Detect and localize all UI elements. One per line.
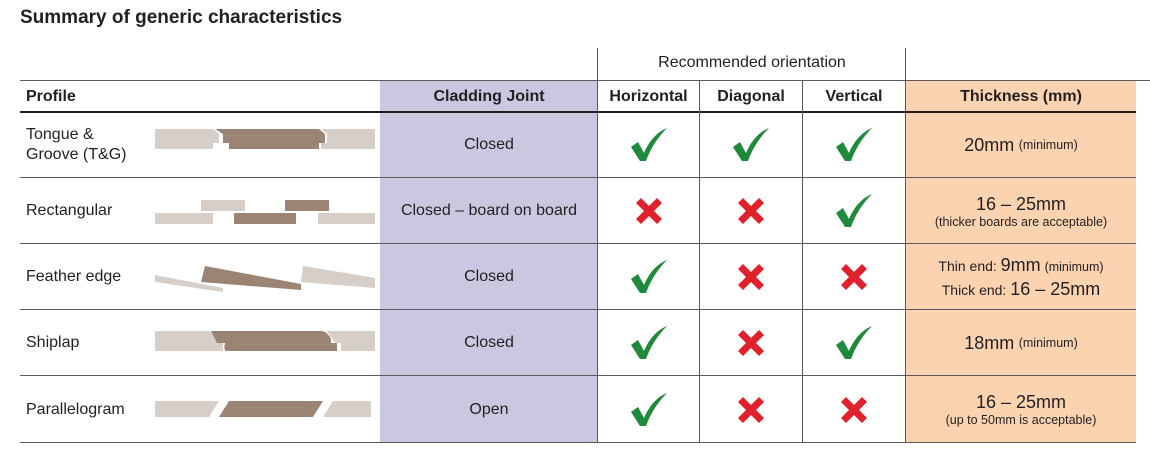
thickness-main: 18mm: [964, 332, 1015, 353]
feather-edge-profile-icon: [155, 266, 375, 292]
cross-icon: [738, 396, 764, 423]
vertical-suitability: [803, 245, 905, 309]
diagonal-suitability: [700, 113, 802, 177]
row-divider: [20, 375, 1136, 376]
tick-icon: [630, 260, 667, 293]
thickness-note: (minimum): [1018, 336, 1078, 350]
cladding-joint-value: Closed: [464, 268, 514, 285]
vertical-suitability: [803, 311, 905, 375]
thin-end-label: Thin end:: [938, 257, 997, 274]
diagonal-suitability: [700, 311, 802, 375]
row-divider: [20, 243, 1136, 244]
thickness-value: 20mm (minimum): [906, 113, 1136, 177]
header-top-rule: [20, 80, 1150, 81]
profile-name-line: Groove (T&G): [26, 146, 127, 163]
shiplap-profile-icon: [155, 331, 375, 351]
cross-icon: [841, 396, 867, 423]
diagonal-suitability: [700, 179, 802, 243]
cladding-joint-value: Closed: [464, 136, 514, 153]
vertical-suitability: [803, 179, 905, 243]
cross-icon: [738, 264, 764, 290]
header-thickness: Thickness (mm): [960, 87, 1082, 105]
header-vertical: Vertical: [825, 87, 883, 105]
thickness-note: (thicker boards are acceptable): [934, 214, 1108, 229]
thickness-main: 20mm: [964, 134, 1015, 155]
profile-name: Rectangular: [26, 202, 113, 219]
vertical-suitability: [803, 377, 905, 442]
thickness-column-bg: [906, 80, 1136, 443]
thickness-value: Thin end: 9mm (minimum) Thick end: 16 – …: [906, 245, 1136, 309]
profile-name: Feather edge: [26, 268, 122, 285]
page-title: Summary of generic characteristics: [20, 7, 343, 28]
divider: [802, 80, 803, 442]
cross-icon: [738, 330, 764, 356]
cladding-joint-value: Open: [469, 400, 509, 418]
divider: [905, 48, 906, 80]
header-cladding-joint: Cladding Joint: [433, 87, 545, 105]
cross-icon: [841, 264, 867, 290]
tick-icon: [836, 128, 872, 161]
horizontal-suitability: [598, 245, 699, 309]
profile-name: Shiplap: [26, 334, 80, 351]
thickness-note: (minimum): [1018, 138, 1078, 152]
row-divider: [20, 177, 1136, 178]
tick-icon: [630, 392, 667, 426]
thickness-value: 16 – 25mm (thicker boards are acceptable…: [906, 179, 1136, 243]
cladding-joint-value: Closed – board on board: [400, 202, 578, 219]
header-profile: Profile: [26, 87, 76, 105]
cross-icon: [635, 198, 662, 224]
thick-end-label: Thick end:: [941, 281, 1007, 298]
profile-name: Tongue & Groove (T&G): [26, 113, 156, 177]
thin-end-note: (minimum): [1044, 259, 1104, 274]
parallelogram-profile-icon: [155, 401, 371, 417]
profile-name: Parallelogram: [26, 400, 125, 418]
cladding-joint-value: Closed: [464, 334, 514, 351]
thickness-value: 16 – 25mm (up to 50mm is acceptable): [906, 377, 1136, 442]
horizontal-suitability: [598, 311, 699, 375]
row-divider: [20, 309, 1136, 310]
tick-icon: [630, 326, 667, 359]
diagonal-suitability: [700, 377, 802, 442]
divider: [905, 80, 906, 442]
horizontal-suitability: [598, 179, 699, 243]
horizontal-suitability: [598, 377, 699, 442]
thick-end-value: 16 – 25mm: [1010, 278, 1101, 299]
tick-icon: [836, 194, 872, 227]
thickness-note: (up to 50mm is acceptable): [945, 413, 1097, 427]
divider: [597, 48, 598, 80]
header-horizontal: Horizontal: [609, 87, 688, 105]
recommended-orientation-header: Recommended orientation: [658, 54, 846, 71]
rectangular-profile-icon: [155, 200, 375, 224]
profile-name-line: Tongue &: [26, 126, 94, 143]
divider: [597, 80, 598, 442]
thin-end-line: Thin end: 9mm (minimum): [938, 254, 1103, 278]
header-diagonal: Diagonal: [717, 87, 785, 105]
tick-icon: [836, 326, 872, 359]
header-bottom-rule: [20, 111, 1136, 113]
cross-icon: [738, 198, 764, 224]
thickness-main: 16 – 25mm: [975, 392, 1067, 412]
thickness-value: 18mm (minimum): [906, 311, 1136, 375]
table-bottom-rule: [20, 442, 1136, 443]
tick-icon: [630, 128, 667, 161]
divider: [699, 80, 700, 442]
tongue-groove-profile-icon: [155, 129, 375, 149]
horizontal-suitability: [598, 113, 699, 177]
thin-end-value: 9mm: [1000, 254, 1041, 275]
vertical-suitability: [803, 113, 905, 177]
thickness-main: 16 – 25mm: [975, 193, 1067, 214]
diagonal-suitability: [700, 245, 802, 309]
tick-icon: [733, 128, 769, 161]
thick-end-line: Thick end: 16 – 25mm: [942, 278, 1101, 301]
cladding-joint-column-bg: [380, 80, 598, 443]
